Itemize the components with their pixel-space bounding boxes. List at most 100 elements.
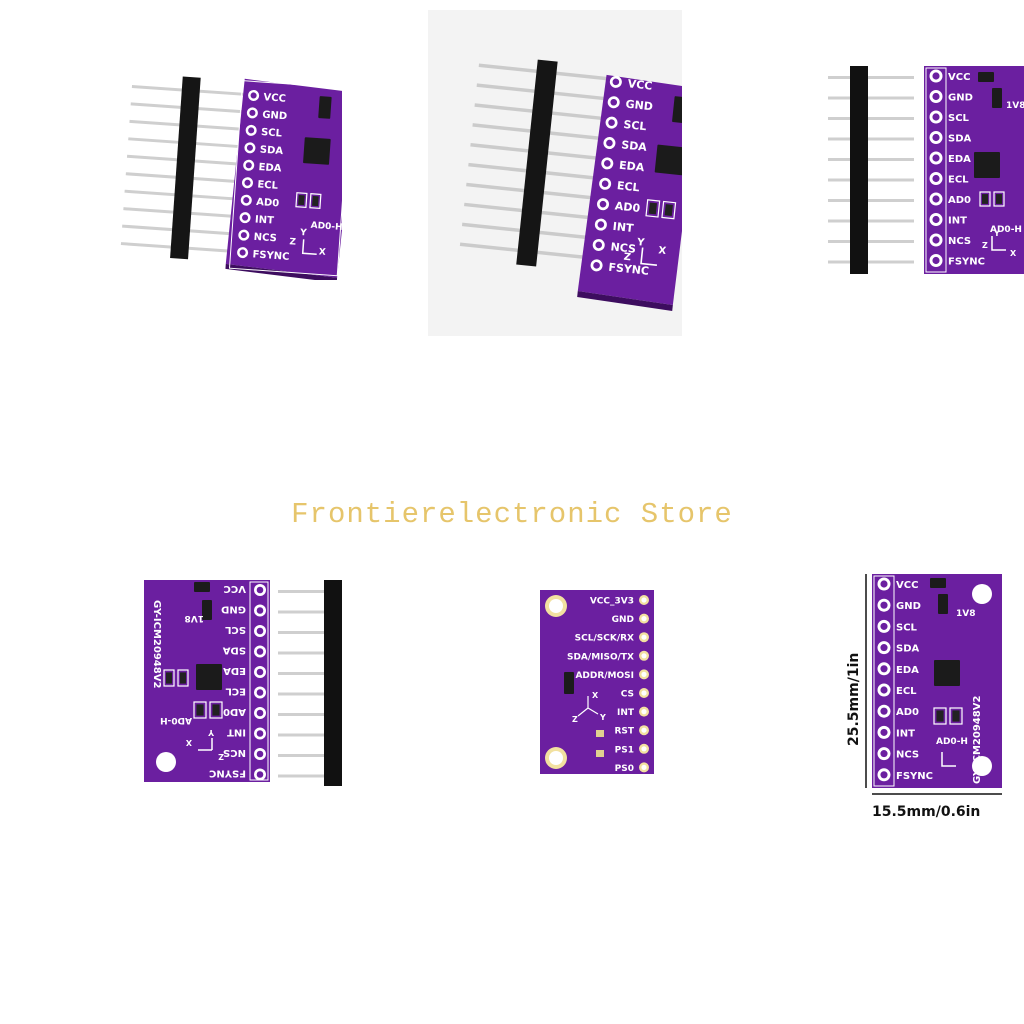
- pin-hole: [641, 671, 647, 677]
- pin-label: FSYNC: [252, 249, 290, 263]
- model-label: GY-ICM20948V2: [972, 696, 983, 784]
- chip: [654, 144, 682, 176]
- pin-label: INT: [227, 727, 246, 738]
- pin-hole: [932, 236, 940, 244]
- pin-hole: [880, 686, 888, 694]
- axis-x-label: X: [1010, 249, 1017, 258]
- pin-label: FSYNC: [948, 257, 985, 268]
- pin-hole: [256, 689, 264, 696]
- pin-hole: [641, 746, 647, 752]
- axis-arrows: [941, 752, 956, 767]
- pcb: [540, 590, 654, 774]
- pin-hole: [932, 215, 940, 224]
- pin-hole: [880, 771, 888, 779]
- solder-jumper: [596, 730, 604, 737]
- pin-hole: [641, 690, 647, 696]
- header-pin: [278, 713, 332, 716]
- pin-hole: [256, 730, 264, 737]
- pin-label: SDA: [896, 644, 920, 655]
- v18-label: 1V8: [956, 609, 976, 619]
- chip: [202, 600, 212, 620]
- pin-label: GND: [612, 615, 634, 625]
- pin-hole: [242, 214, 249, 221]
- header-pin: [828, 199, 914, 202]
- pcb-edge: [225, 263, 338, 280]
- pin-label: EDA: [258, 162, 282, 175]
- pin-hole: [641, 616, 647, 622]
- header-pin: [278, 631, 332, 634]
- pin-hole: [880, 644, 888, 652]
- pin-hole: [248, 127, 255, 134]
- pcb-edge: [577, 291, 673, 312]
- pin-hole: [595, 241, 603, 249]
- header-pin: [278, 733, 332, 737]
- header-pin: [828, 219, 914, 223]
- smd-outline: [177, 669, 189, 687]
- silk-outline: [228, 80, 342, 277]
- axis-z-label: Z: [623, 252, 631, 264]
- pin-hole: [593, 262, 600, 269]
- axis-y-label: Y: [599, 713, 606, 722]
- pin-hole: [256, 607, 264, 614]
- store-name-watermark: Frontierelectronic Store: [291, 498, 733, 531]
- header-pin: [278, 672, 332, 675]
- pin-label: CS: [621, 690, 634, 700]
- axis-z-label: Z: [289, 237, 297, 247]
- pin-label: VCC_3V3: [590, 597, 634, 607]
- smd-part: [996, 194, 1002, 204]
- pin-label: NCS: [610, 240, 637, 256]
- pin-label: INT: [617, 708, 635, 718]
- mounting-hole: [156, 752, 176, 772]
- pin-hole: [932, 92, 940, 101]
- pin-label: AD0: [948, 195, 971, 206]
- axis-arrows: [640, 247, 658, 266]
- ad0-h-label: AD0-H: [990, 225, 1022, 235]
- pin-label: EDA: [896, 665, 919, 676]
- silk-outline: [873, 575, 895, 787]
- smd-part: [298, 194, 305, 206]
- pin-hole: [239, 249, 246, 256]
- pin-hole: [256, 586, 264, 594]
- ad0-h-label: AD0-H: [160, 715, 192, 725]
- pin-hole: [641, 764, 647, 770]
- pin-label: VCC: [263, 92, 286, 105]
- pin-hole: [606, 139, 613, 147]
- pin-label: SDA: [259, 145, 283, 158]
- chip: [978, 72, 994, 82]
- model-label: GY-ICM20948V2: [151, 600, 162, 688]
- header-pin: [828, 260, 914, 264]
- solder-jumper: [596, 750, 604, 757]
- smd-part: [196, 704, 204, 716]
- v18-label: 1V8: [1006, 101, 1024, 111]
- pin-label: SDA: [621, 138, 648, 154]
- smd-part: [166, 672, 172, 684]
- smd-outline: [309, 193, 322, 209]
- smd-part: [180, 672, 186, 684]
- pin-label: EDA: [618, 159, 645, 175]
- pcb: [225, 78, 342, 278]
- pcb: [577, 74, 682, 306]
- header-pin: [828, 96, 914, 100]
- smd-outline: [661, 200, 677, 220]
- pin-label: AD0: [896, 707, 919, 718]
- pin-hole: [256, 627, 264, 635]
- pin-label: AD0: [223, 706, 246, 717]
- axis-z-label: Z: [572, 715, 578, 724]
- pin-label: FSYNC: [608, 261, 650, 278]
- smd-outline: [979, 191, 991, 207]
- pin-label: EDA: [948, 154, 971, 165]
- axis-z-label: Z: [982, 241, 988, 250]
- chip: [930, 578, 946, 588]
- header-pin: [828, 178, 914, 182]
- pin-label: NCS: [948, 236, 971, 247]
- pin-hole: [603, 160, 611, 167]
- pin-label: VCC: [948, 72, 970, 83]
- pin-hole: [932, 174, 940, 183]
- pin-label: GND: [948, 93, 973, 104]
- pin-label: SCL: [224, 624, 246, 635]
- pin-label: INT: [948, 216, 967, 227]
- header-pin: [828, 240, 914, 243]
